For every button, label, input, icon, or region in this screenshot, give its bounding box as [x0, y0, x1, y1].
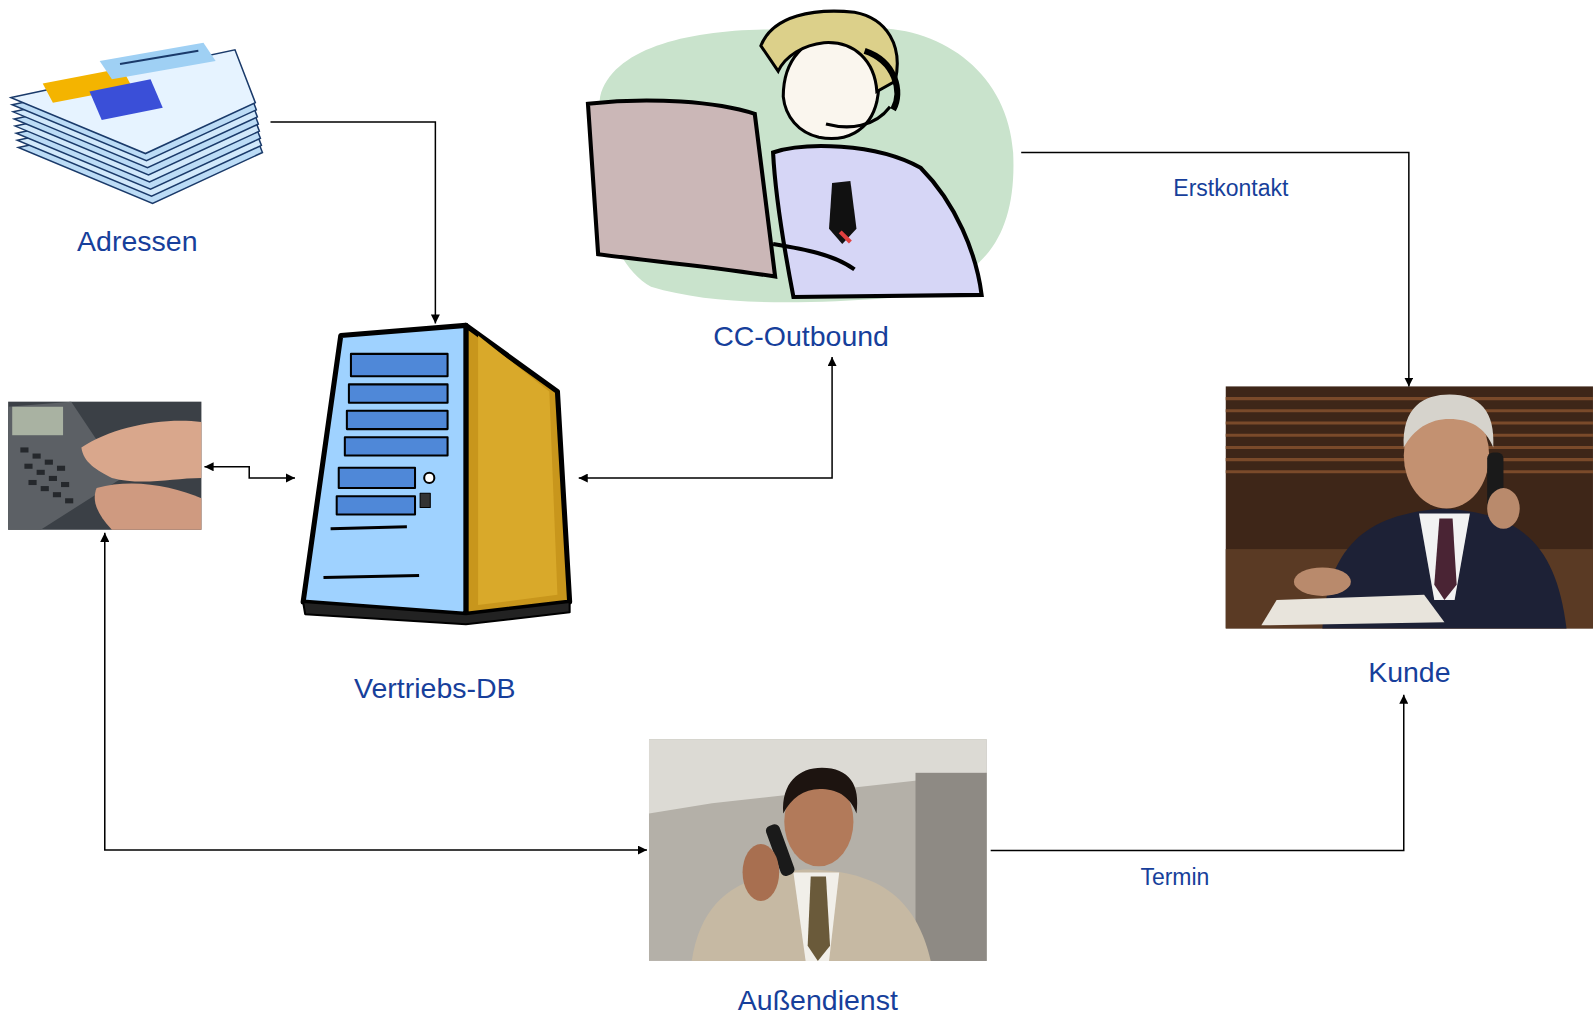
icon-node: CC-Outbound	[581, 6, 1021, 357]
pda-photo	[8, 402, 201, 530]
icon-node: Adressen	[4, 41, 270, 263]
edge-label: Termin	[1137, 864, 1212, 890]
call-agent-illustration	[588, 11, 1014, 302]
node-label: Kunde	[1222, 656, 1595, 689]
node-label: Vertriebs-DB	[291, 672, 579, 705]
pda-link-wire	[105, 467, 647, 850]
connector-arrow	[271, 122, 436, 323]
node-label: CC-Outbound	[581, 320, 1021, 353]
paper-stack-icon	[11, 43, 262, 204]
edge-label: Erstkontakt	[1170, 175, 1291, 201]
field-sales-photo	[649, 739, 987, 961]
icon-node: Kunde	[1222, 387, 1595, 695]
icon-node: Vertriebs-DB	[291, 323, 579, 710]
node-label: Adressen	[4, 225, 270, 258]
server-tower-icon	[303, 325, 570, 624]
connector-arrow	[991, 695, 1404, 851]
icon-node: Außendienst	[645, 740, 991, 1021]
connector-arrow	[1021, 153, 1409, 387]
connector-arrow	[579, 357, 832, 478]
customer-photo	[1226, 386, 1593, 628]
node-label: Außendienst	[645, 984, 991, 1017]
